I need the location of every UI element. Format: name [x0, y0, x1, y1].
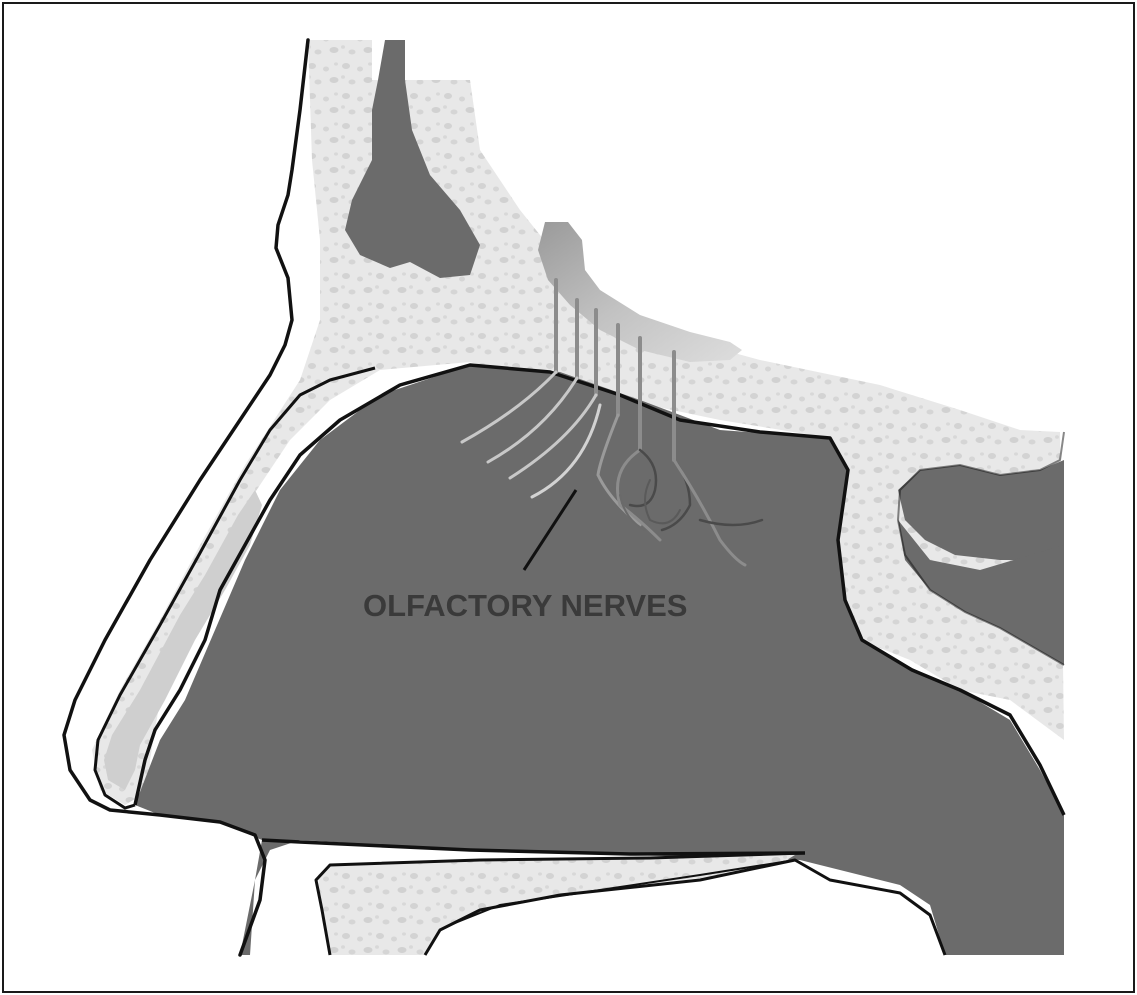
- olfactory-nerves-label: OLFACTORY NERVES: [363, 588, 687, 623]
